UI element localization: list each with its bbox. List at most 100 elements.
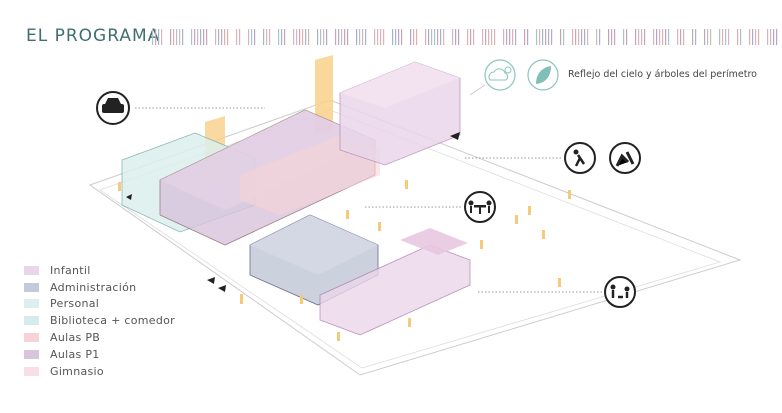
legend-swatch — [24, 333, 39, 343]
barcode-stripe — [302, 29, 304, 45]
barcode-stripe — [548, 29, 550, 45]
legend-swatch — [24, 299, 39, 309]
legend-item-aulas-pb: Aulas PB — [24, 329, 175, 346]
barcode-stripe — [203, 29, 205, 45]
barcode-stripe — [380, 29, 382, 45]
barcode-stripe — [662, 29, 664, 45]
barcode-stripe — [509, 29, 511, 45]
barcode-stripe — [773, 29, 775, 45]
legend-swatch — [24, 265, 39, 275]
legend-label: Biblioteca + comedor — [50, 314, 176, 328]
barcode-stripe — [611, 29, 613, 45]
barcode-stripe — [482, 29, 484, 45]
barcode-stripe — [362, 29, 364, 45]
barcode-stripe — [677, 29, 679, 45]
legend-swatch — [24, 366, 39, 376]
barcode-stripe — [719, 29, 721, 45]
barcode-stripe — [155, 29, 157, 45]
barcode-stripe — [551, 29, 553, 45]
barcode-stripe — [653, 29, 655, 45]
barcode-stripe — [527, 29, 529, 45]
barcode-stripe — [359, 29, 361, 45]
barcode-stripe — [503, 29, 505, 45]
barcode-stripe — [626, 29, 628, 45]
barcode-stripe — [251, 29, 253, 45]
barcode-stripe — [248, 29, 250, 45]
barcode-stripe — [488, 29, 490, 45]
legend: Infantil Administración Personal Bibliot… — [24, 262, 175, 380]
barcode-stripe — [269, 29, 271, 45]
barcode-stripe — [221, 29, 223, 45]
barcode-stripe — [293, 29, 295, 45]
barcode-stripe — [392, 29, 394, 45]
legend-item-gimnasio: Gimnasio — [24, 363, 175, 380]
barcode-stripe — [728, 29, 730, 45]
barcode-stripe — [218, 29, 220, 45]
barcode-stripe — [740, 29, 742, 45]
running-kids-icon — [609, 142, 641, 174]
barcode-stripe — [584, 29, 586, 45]
barcode-stripe — [428, 29, 430, 45]
barcode-stripe — [263, 29, 265, 45]
legend-swatch — [24, 349, 39, 359]
barcode-stripe — [563, 29, 565, 45]
barcode-stripe — [656, 29, 658, 45]
barcode-stripe — [752, 29, 754, 45]
basketball-icon — [564, 142, 596, 174]
barcode-stripe — [638, 29, 640, 45]
barcode-stripe — [704, 29, 706, 45]
barcode-stripe — [578, 29, 580, 45]
barcode-stripe — [560, 29, 562, 45]
barcode-stripe — [413, 29, 415, 45]
barcode-stripe — [356, 29, 358, 45]
barcode-stripe — [473, 29, 475, 45]
table-meeting-icon — [464, 191, 496, 223]
barcode-stripe — [194, 29, 196, 45]
legend-label: Administración — [50, 280, 137, 294]
legend-label: Gimnasio — [50, 364, 104, 378]
cloud-sun-icon — [484, 59, 516, 91]
barcode-stripe — [542, 29, 544, 45]
barcode-stripe — [161, 29, 163, 45]
barcode-stripe — [395, 29, 397, 45]
barcode-stripe — [158, 29, 160, 45]
barcode-stripe — [665, 29, 667, 45]
barcode-stripe — [623, 29, 625, 45]
page-title: EL PROGRAMA — [26, 26, 161, 46]
legend-item-biblioteca: Biblioteca + comedor — [24, 312, 175, 329]
barcode-stripe — [608, 29, 610, 45]
barcode-stripe — [335, 29, 337, 45]
barcode-stripe — [581, 29, 583, 45]
barcode-stripe — [710, 29, 712, 45]
barcode-stripe — [434, 29, 436, 45]
barcode-stripe — [152, 29, 154, 45]
barcode-stripe — [308, 29, 310, 45]
barcode-stripe — [224, 29, 226, 45]
barcode-stripe — [668, 29, 670, 45]
barcode-stripe — [338, 29, 340, 45]
barcode-stripe — [344, 29, 346, 45]
barcode-stripe — [326, 29, 328, 45]
barcode-stripe — [767, 29, 769, 45]
barcode-stripe — [737, 29, 739, 45]
barcode-stripe — [692, 29, 694, 45]
barcode-stripe — [440, 29, 442, 45]
barcode-stripe — [758, 29, 760, 45]
barcode-stripe — [749, 29, 751, 45]
barcode-stripe — [512, 29, 514, 45]
barcode-stripe — [491, 29, 493, 45]
barcode-stripe — [437, 29, 439, 45]
reflection-note: Reflejo del cielo y árboles del perímetr… — [568, 69, 757, 80]
barcode-stripe — [401, 29, 403, 45]
barcode-stripe — [536, 29, 538, 45]
barcode-stripe — [443, 29, 445, 45]
barcode-stripe — [179, 29, 181, 45]
legend-item-aulas-p1: Aulas P1 — [24, 346, 175, 363]
barcode-stripe — [596, 29, 598, 45]
barcode-stripe — [635, 29, 637, 45]
barcode-stripe — [266, 29, 268, 45]
barcode-stripe — [341, 29, 343, 45]
barcode-stripe — [776, 29, 778, 45]
barcode-stripe — [506, 29, 508, 45]
